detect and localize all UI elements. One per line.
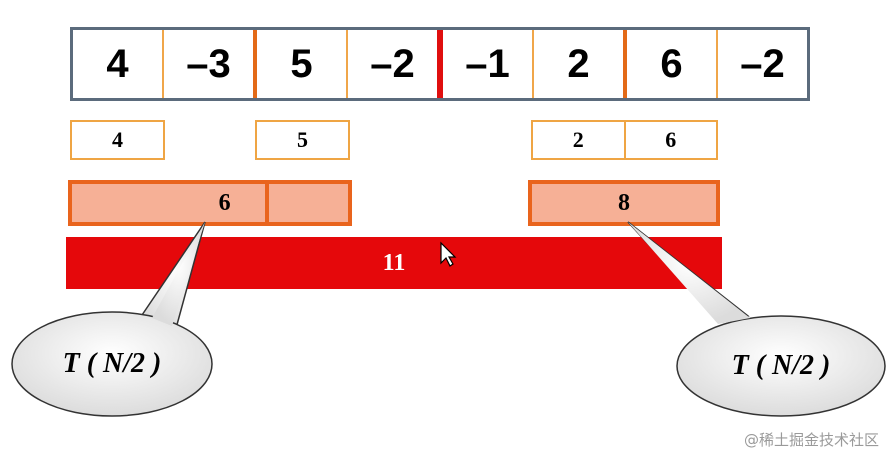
quarter-result-4: 6 — [665, 127, 677, 152]
left-half-bar: 6 — [68, 180, 352, 226]
quarter-result-1: 4 — [70, 120, 165, 160]
array-cell: –2 — [740, 41, 785, 86]
left-half-value: 6 — [72, 184, 269, 222]
quarter-result-pair: 2 6 — [531, 120, 718, 160]
quarter-result-3: 2 — [533, 122, 626, 158]
left-callout — [11, 221, 213, 417]
quarter-result-2: 5 — [255, 120, 350, 160]
cursor-icon — [440, 241, 457, 267]
array-cell: 6 — [627, 30, 718, 98]
array-cell: 4 — [73, 30, 164, 98]
right-half-bar: 8 — [528, 180, 720, 226]
array-cell: –1 — [443, 30, 534, 98]
array-row: 4 –3 5 –2 –1 2 6 –2 — [70, 27, 810, 101]
left-callout-label: T ( N/2 ) — [62, 348, 162, 379]
right-half-value: 8 — [618, 189, 630, 216]
array-cell: 2 — [534, 30, 627, 98]
right-callout — [627, 221, 886, 417]
watermark: @稀土掘金技术社区 — [743, 431, 879, 449]
array-cell: 5 — [257, 30, 348, 98]
array-cell: –2 — [348, 30, 443, 98]
array-cell: –3 — [164, 30, 257, 98]
right-callout-label: T ( N/2 ) — [731, 350, 831, 381]
